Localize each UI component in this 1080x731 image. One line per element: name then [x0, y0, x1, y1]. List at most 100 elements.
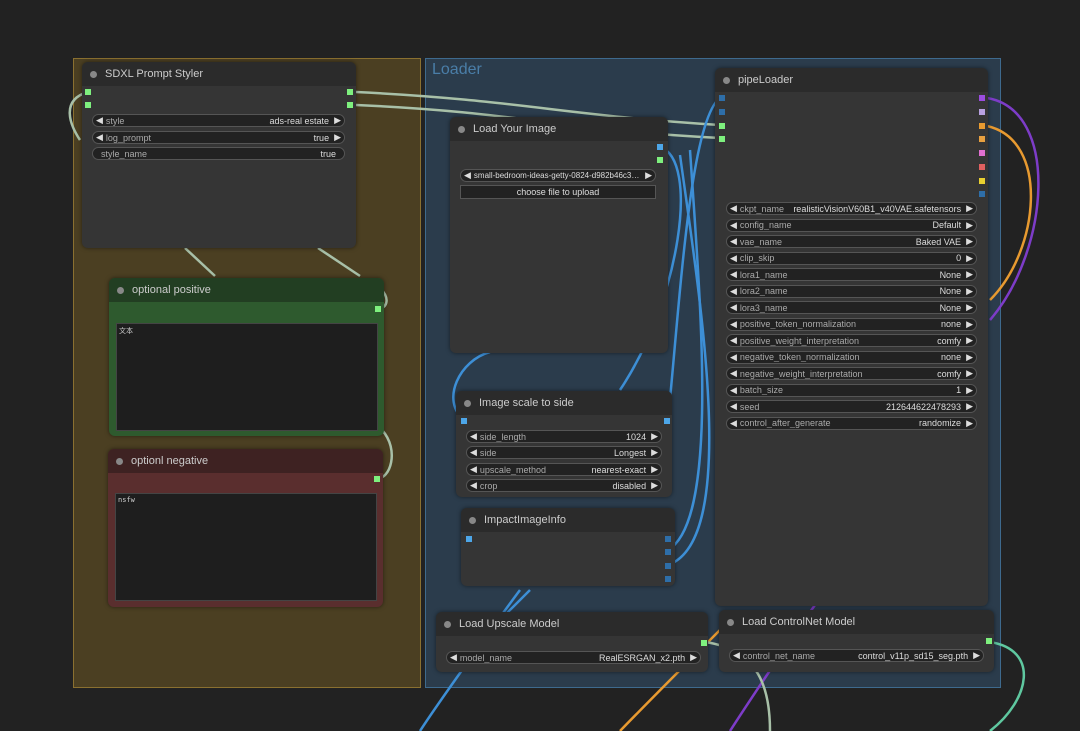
output-slot-icon[interactable]	[979, 191, 985, 197]
input-slot-icon[interactable]	[719, 95, 725, 101]
input-slot-icon[interactable]	[719, 136, 725, 142]
collapse-dot-icon[interactable]	[117, 286, 124, 294]
arrow-left-icon[interactable]: ◀	[730, 384, 737, 395]
arrow-left-icon[interactable]: ◀	[730, 302, 737, 312]
arrow-left-icon[interactable]: ◀	[450, 652, 457, 662]
output-slot-icon[interactable]	[347, 89, 353, 95]
arrow-left-icon[interactable]: ◀	[730, 285, 737, 296]
collapse-dot-icon[interactable]	[458, 125, 465, 133]
output-slot-icon[interactable]	[665, 563, 671, 569]
arrow-left-icon[interactable]: ◀	[470, 431, 477, 441]
node-load-image[interactable]: Load Your Image ◀ small-bedroom-ideas-ge…	[450, 117, 668, 353]
node-optional-positive[interactable]: optional positive 文本	[109, 278, 384, 436]
output-slot-icon[interactable]	[665, 549, 671, 555]
node-header[interactable]: Load Your Image	[450, 117, 668, 141]
input-slot-icon[interactable]	[466, 536, 472, 542]
output-slot-icon[interactable]	[701, 640, 707, 646]
arrow-left-icon[interactable]: ◀	[730, 236, 737, 246]
negative-text-input[interactable]: nsfw	[115, 493, 377, 601]
arrow-right-icon[interactable]: ▶	[966, 236, 973, 246]
output-slot-icon[interactable]	[979, 150, 985, 156]
arrow-left-icon[interactable]: ◀	[730, 252, 737, 263]
collapse-dot-icon[interactable]	[116, 457, 123, 465]
output-slot-icon[interactable]	[665, 536, 671, 542]
input-slot-icon[interactable]	[719, 123, 725, 129]
output-slot-icon[interactable]	[657, 157, 663, 163]
output-slot-icon[interactable]	[657, 144, 663, 150]
arrow-left-icon[interactable]: ◀	[470, 464, 477, 474]
input-slot-icon[interactable]	[85, 89, 91, 95]
output-slot-icon[interactable]	[979, 164, 985, 170]
widget-crop[interactable]: ◀ crop disabled ▶	[466, 479, 662, 492]
output-slot-icon[interactable]	[374, 476, 380, 482]
positive-text-input[interactable]: 文本	[116, 323, 378, 431]
output-slot-icon[interactable]	[665, 576, 671, 582]
output-slot-icon[interactable]	[979, 109, 985, 115]
collapse-dot-icon[interactable]	[727, 618, 734, 626]
node-header[interactable]: ImpactImageInfo	[461, 508, 675, 532]
input-slot-icon[interactable]	[719, 109, 725, 115]
arrow-right-icon[interactable]: ▶	[334, 132, 341, 142]
arrow-right-icon[interactable]: ▶	[651, 431, 658, 441]
node-header[interactable]: Load Upscale Model	[436, 612, 708, 636]
node-load-controlnet-model[interactable]: Load ControlNet Model ◀ control_net_name…	[719, 610, 994, 672]
node-header[interactable]: SDXL Prompt Styler	[82, 62, 356, 86]
arrow-right-icon[interactable]: ▶	[966, 302, 973, 312]
arrow-right-icon[interactable]: ▶	[966, 219, 973, 230]
arrow-right-icon[interactable]: ▶	[651, 447, 658, 457]
node-optional-negative[interactable]: optionl negative nsfw	[108, 449, 383, 607]
arrow-left-icon[interactable]: ◀	[470, 447, 477, 457]
widget-model-name[interactable]: ◀ model_name RealESRGAN_x2.pth ▶	[446, 651, 701, 664]
node-sdxl-prompt-styler[interactable]: SDXL Prompt Styler ◀ style ads-real esta…	[82, 62, 356, 248]
arrow-left-icon[interactable]: ◀	[730, 318, 737, 329]
widget-style-name[interactable]: style_name true	[92, 147, 345, 160]
arrow-right-icon[interactable]: ▶	[690, 652, 697, 662]
output-slot-icon[interactable]	[986, 638, 992, 644]
arrow-right-icon[interactable]: ▶	[966, 285, 973, 296]
arrow-left-icon[interactable]: ◀	[730, 203, 737, 213]
arrow-left-icon[interactable]: ◀	[730, 335, 737, 345]
widget-side[interactable]: ◀ side Longest ▶	[466, 446, 662, 459]
output-slot-icon[interactable]	[347, 102, 353, 108]
arrow-right-icon[interactable]: ▶	[966, 351, 973, 362]
widget-image-file[interactable]: ◀ small-bedroom-ideas-getty-0824-d982b46…	[460, 169, 656, 182]
node-header[interactable]: pipeLoader	[715, 68, 988, 92]
arrow-right-icon[interactable]: ▶	[334, 115, 341, 125]
output-slot-icon[interactable]	[979, 123, 985, 129]
widget-style[interactable]: ◀ style ads-real estate ▶	[92, 114, 345, 127]
arrow-right-icon[interactable]: ▶	[966, 269, 973, 279]
arrow-left-icon[interactable]: ◀	[730, 269, 737, 279]
output-slot-icon[interactable]	[375, 306, 381, 312]
node-header[interactable]: optional positive	[109, 278, 384, 302]
arrow-left-icon[interactable]: ◀	[733, 650, 740, 660]
output-slot-icon[interactable]	[979, 136, 985, 142]
collapse-dot-icon[interactable]	[90, 70, 97, 78]
arrow-left-icon[interactable]: ◀	[96, 132, 103, 142]
arrow-right-icon[interactable]: ▶	[966, 335, 973, 345]
arrow-right-icon[interactable]: ▶	[966, 252, 973, 263]
collapse-dot-icon[interactable]	[464, 399, 471, 407]
arrow-right-icon[interactable]: ▶	[966, 203, 973, 213]
output-slot-icon[interactable]	[979, 178, 985, 184]
output-slot-icon[interactable]	[664, 418, 670, 424]
arrow-left-icon[interactable]: ◀	[464, 170, 471, 180]
widget-log-prompt[interactable]: ◀ log_prompt true ▶	[92, 131, 345, 144]
node-header[interactable]: optionl negative	[108, 449, 383, 473]
input-slot-icon[interactable]	[85, 102, 91, 108]
widget-side-length[interactable]: ◀ side_length 1024 ▶	[466, 430, 662, 443]
arrow-right-icon[interactable]: ▶	[651, 464, 658, 474]
arrow-left-icon[interactable]: ◀	[730, 401, 737, 411]
